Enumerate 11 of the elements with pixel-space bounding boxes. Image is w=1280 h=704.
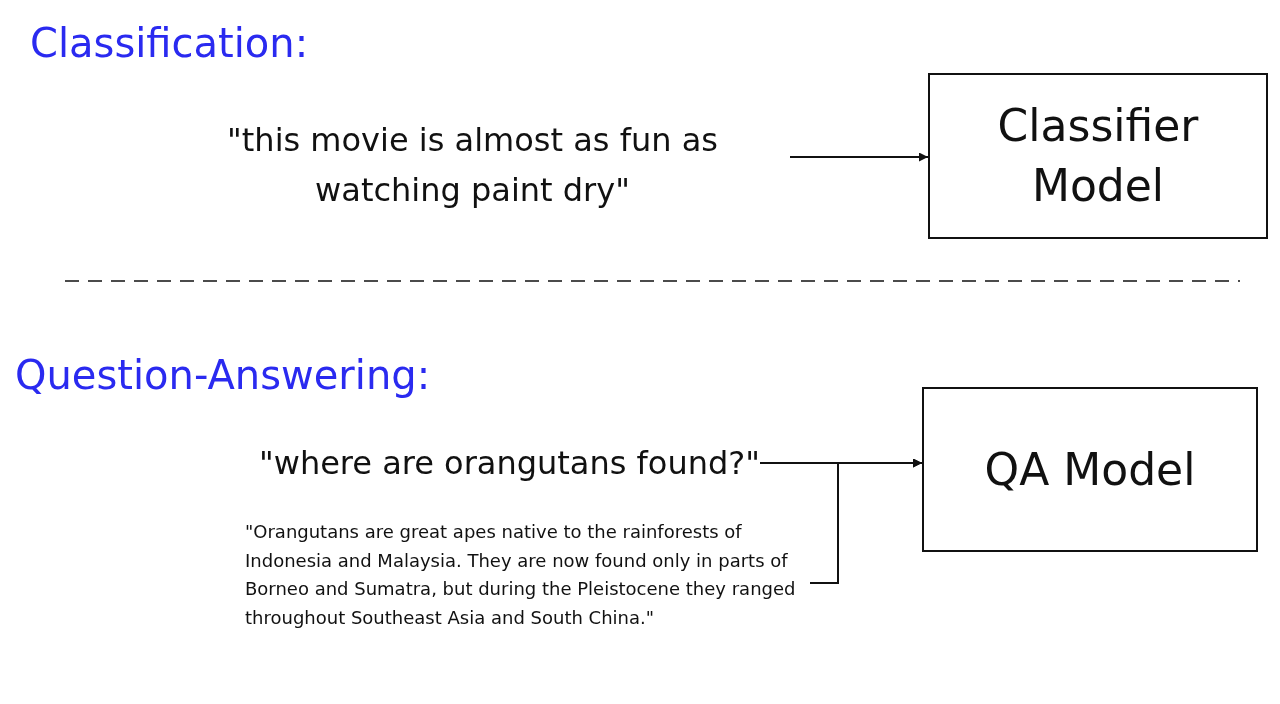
section-heading: Classification: [30,20,309,66]
model-box [922,387,1258,552]
section-heading: Question-Answering: [15,352,431,398]
model-label: QA Model [984,442,1196,497]
arrow [809,458,923,584]
context-paragraph: "Orangutans are great apes native to the rainforests of Indonesia and Malaysia. They are now found only in parts of Borneo and Sumatra, but during the Pleistocene they ranged throughout Southeast Asia and South China." [245,520,797,630]
input-text: "this movie is almost as fun as watching paint dry" [226,120,719,211]
question-text: "where are orangutans found?" [258,443,760,484]
model-box [928,73,1268,239]
arrow [789,152,929,162]
model-label: Classifier Model [996,99,1200,213]
